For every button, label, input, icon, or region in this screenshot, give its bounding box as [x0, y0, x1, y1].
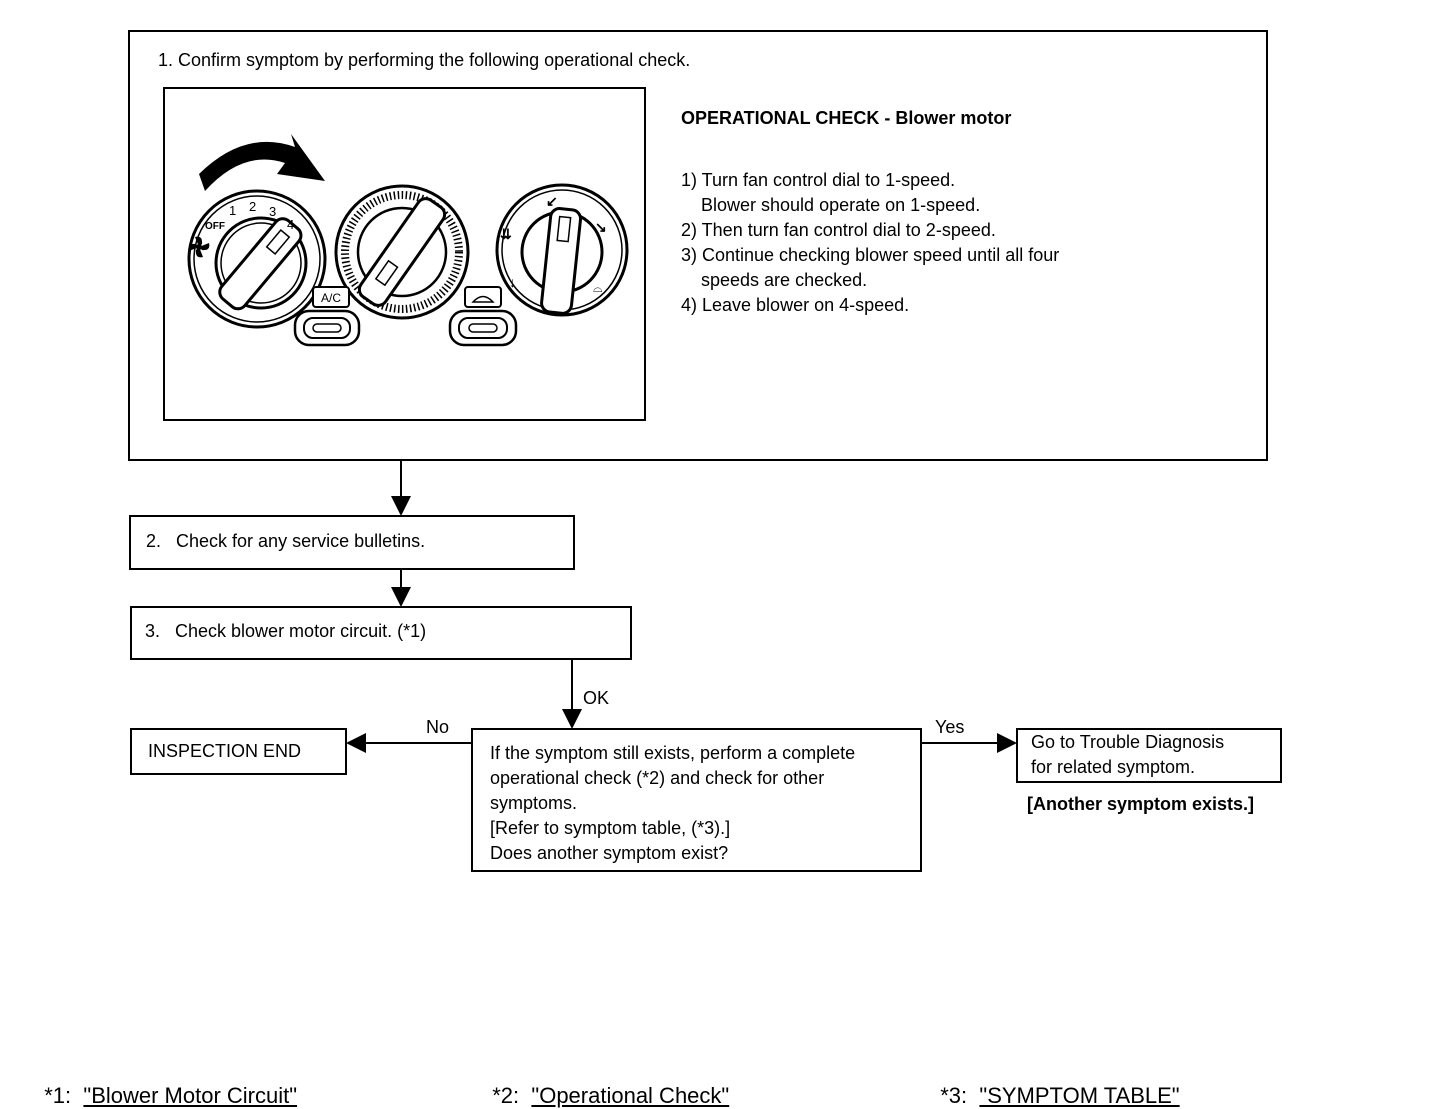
- ok-label: OK: [583, 688, 610, 708]
- foot-defrost-icon: ↘: [595, 219, 607, 235]
- rotation-arrow-icon: [199, 134, 325, 191]
- no-label: No: [426, 717, 450, 737]
- ac-button: A/C: [293, 286, 361, 347]
- check-line: 2) Then turn fan control dial to 2-speed…: [681, 220, 996, 240]
- decision-box: [471, 728, 922, 872]
- decision-line: Does another symptom exist?: [490, 843, 729, 863]
- check-line: 3) Continue checking blower speed until …: [681, 245, 1060, 265]
- footnote-2: *2: "Operational Check": [480, 1057, 729, 1109]
- fan-dial-2-label: 2: [249, 199, 256, 214]
- mode-dial: ↙ ⇊ ↓ ↘ ⌓: [495, 183, 629, 317]
- step2-box: [129, 515, 575, 570]
- operational-check-link[interactable]: "Operational Check": [531, 1083, 730, 1108]
- yes-label: Yes: [935, 717, 965, 737]
- bi-level-icon: ⇊: [500, 226, 512, 242]
- check-heading: OPERATIONAL CHECK - Blower motor: [681, 108, 1012, 128]
- goto-line: for related symptom.: [1031, 757, 1196, 777]
- decision-line: operational check (*2) and check for oth…: [490, 768, 825, 788]
- illustration-box: OFF 1 2 3 4: [163, 87, 646, 421]
- defrost-icon: ⌓: [593, 281, 603, 295]
- goto-diagnosis-box: [1016, 728, 1282, 783]
- fan-dial-off-label: OFF: [205, 221, 225, 232]
- footnote-mark: *2:: [492, 1083, 520, 1108]
- car-recirculation-icon: [471, 295, 495, 303]
- check-line: 1) Turn fan control dial to 1-speed.: [681, 170, 956, 190]
- footnote-3: *3: "SYMPTOM TABLE": [928, 1057, 1180, 1109]
- step2-label: 2. Check for any service bulletins.: [146, 531, 426, 551]
- fan-icon: [188, 236, 210, 258]
- symptom-table-link[interactable]: "SYMPTOM TABLE": [979, 1083, 1180, 1108]
- inspection-end-label: INSPECTION END: [148, 741, 302, 761]
- foot-icon: ↓: [509, 274, 516, 290]
- goto-line: Go to Trouble Diagnosis: [1031, 732, 1225, 752]
- blower-motor-circuit-link[interactable]: "Blower Motor Circuit": [83, 1083, 298, 1108]
- decision-line: If the symptom still exists, perform a c…: [490, 743, 856, 763]
- check-line: speeds are checked.: [681, 270, 868, 290]
- another-symptom-label: [Another symptom exists.]: [1027, 794, 1255, 814]
- temperature-dial: [334, 184, 470, 320]
- step3-label: 3. Check blower motor circuit. (*1): [145, 621, 427, 641]
- decision-line: symptoms.: [490, 793, 578, 813]
- fan-dial-3-label: 3: [269, 204, 276, 219]
- fan-speed-dial: OFF 1 2 3 4: [187, 189, 327, 329]
- decision-line: [Refer to symptom table, (*3).]: [490, 818, 731, 838]
- step3-box: [130, 606, 632, 660]
- check-line: 4) Leave blower on 4-speed.: [681, 295, 910, 315]
- vent-icon: ↙: [546, 193, 558, 209]
- step1-title: 1. Confirm symptom by performing the fol…: [158, 50, 691, 70]
- recirculation-button: [448, 286, 518, 347]
- fan-dial-1-label: 1: [229, 203, 236, 218]
- check-line: Blower should operate on 1-speed.: [681, 195, 981, 215]
- ac-button-label: A/C: [321, 291, 341, 305]
- footnote-mark: *3:: [940, 1083, 968, 1108]
- inspection-end-box: [130, 728, 347, 775]
- footnote-1: *1: "Blower Motor Circuit": [32, 1057, 297, 1109]
- footnote-mark: *1:: [44, 1083, 72, 1108]
- heater-control-panel-illustration: OFF 1 2 3 4: [187, 134, 629, 347]
- fan-dial-4-label: 4: [287, 217, 294, 232]
